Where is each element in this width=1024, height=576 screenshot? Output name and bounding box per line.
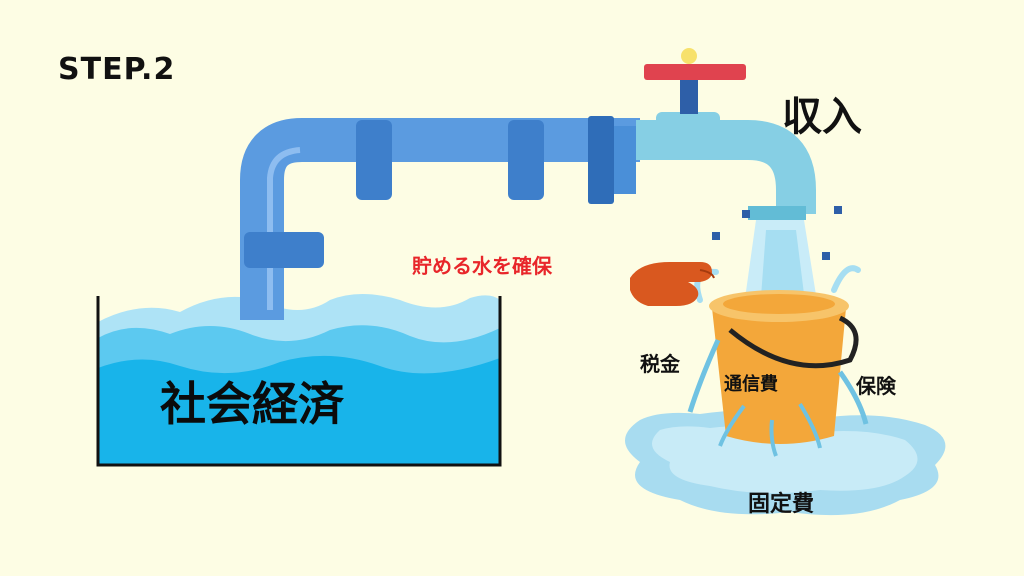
leak-label-insurance: 保険 xyxy=(856,374,896,398)
step-label: STEP.2 xyxy=(58,52,176,87)
leak-label-tax: 税金 xyxy=(640,352,680,376)
bucket xyxy=(687,290,869,457)
leak-label-communication: 通信費 xyxy=(724,374,778,395)
secure-water-label: 貯める水を確保 xyxy=(412,254,552,278)
income-label: 収入 xyxy=(782,94,862,140)
economy-tank xyxy=(96,294,502,467)
faucet xyxy=(636,48,816,220)
pointing-hand-icon xyxy=(630,262,715,306)
puddle xyxy=(625,410,946,516)
economy-label: 社会経済 xyxy=(160,377,344,431)
leak-label-fixed-cost: 固定費 xyxy=(748,492,815,517)
pipe xyxy=(240,116,640,320)
